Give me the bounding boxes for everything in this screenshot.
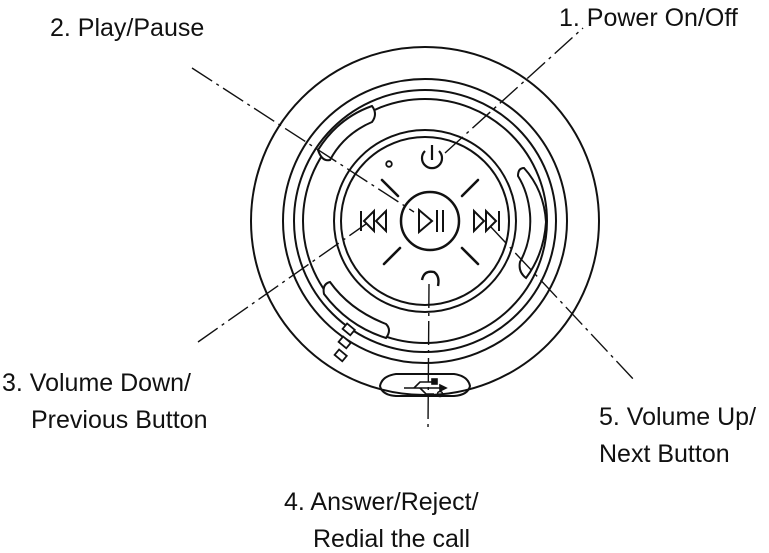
usb-port-housing [378, 373, 472, 397]
indicator-dot [385, 160, 393, 168]
leader-play [191, 67, 415, 213]
label-volume-up-line1: 5. Volume Up/ [599, 403, 756, 431]
usb-icon [404, 378, 448, 398]
label-power: 1. Power On/Off [559, 4, 738, 32]
port-tab [378, 373, 472, 397]
leader-lines [191, 27, 637, 429]
grip-pad-left-top [316, 104, 376, 162]
tick-top-left [380, 178, 400, 198]
phone-icon[interactable] [420, 270, 440, 287]
label-answer-line2: Redial the call [313, 525, 470, 553]
leader-volume-down [197, 223, 367, 343]
leader-answer [427, 283, 430, 429]
tick-bottom-right [460, 246, 480, 266]
leader-volume-up [489, 225, 637, 383]
tick-bottom-left [382, 246, 402, 266]
label-volume-up-line2: Next Button [599, 440, 730, 468]
play-pause-icon [418, 207, 444, 235]
grip-pads [316, 104, 548, 340]
leader-power [444, 27, 584, 154]
power-icon[interactable] [420, 145, 444, 170]
grip-pad-right [516, 166, 548, 280]
fourth-ring [302, 98, 548, 344]
play-pause-button[interactable] [399, 190, 461, 252]
side-switch [333, 322, 357, 363]
grip-pad-left-bottom [322, 280, 390, 340]
tick-top-right [460, 178, 480, 198]
panel-tick-marks [380, 178, 480, 266]
previous-track-icon[interactable] [360, 208, 387, 234]
next-track-icon[interactable] [473, 208, 500, 234]
label-answer-line1: 4. Answer/Reject/ [284, 488, 479, 516]
second-ring [282, 78, 568, 364]
label-volume-down-line2: Previous Button [31, 406, 208, 434]
label-play-pause: 2. Play/Pause [50, 14, 204, 42]
button-panel-outer [333, 129, 517, 313]
third-ring [293, 89, 557, 353]
label-volume-down-line1: 3. Volume Down/ [2, 369, 191, 397]
button-panel-inner [340, 136, 510, 306]
